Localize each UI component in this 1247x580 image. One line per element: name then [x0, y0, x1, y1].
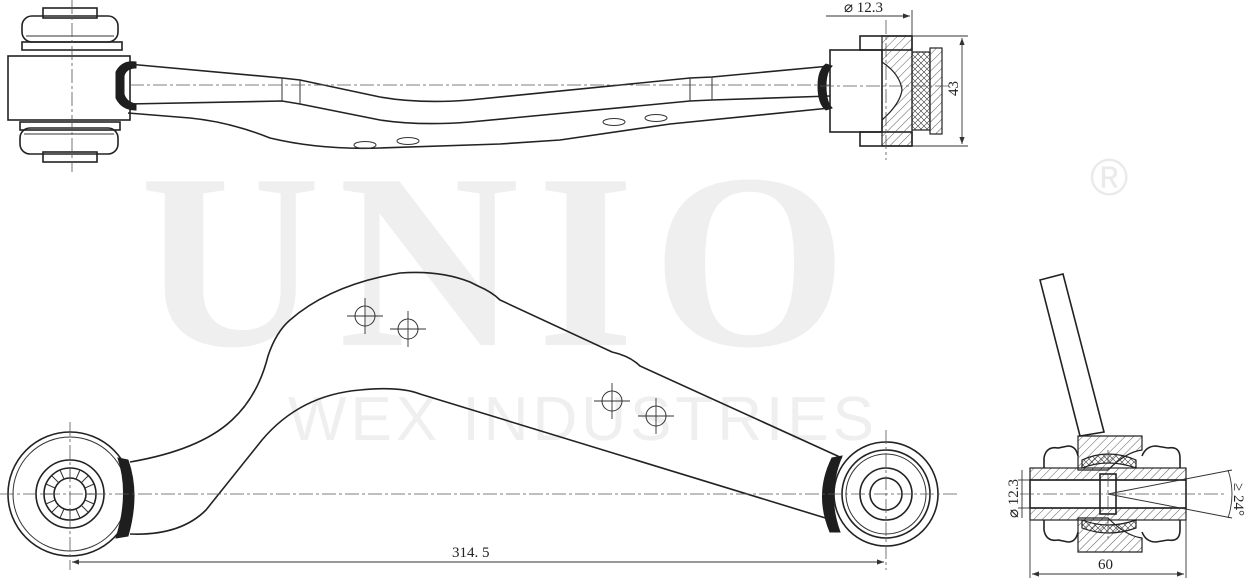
side-view: 314. 5 — [0, 271, 960, 570]
control-arm-side — [129, 271, 843, 535]
right-bushing-section — [817, 20, 950, 160]
bore-diameter-label-section: ⌀ 12.3 — [1006, 479, 1022, 518]
swivel-angle-label: ≥ 24° — [1230, 483, 1246, 516]
registered-mark-icon: ® — [1090, 149, 1128, 207]
center-distance-label: 314. 5 — [452, 545, 490, 561]
left-bushing-side — [7, 422, 135, 570]
top-view: ⌀ 12.3 43 — [7, 0, 968, 172]
bore-diameter-label-top: ⌀ 12.3 — [844, 0, 883, 16]
center-distance-dimension: 314. 5 — [72, 545, 884, 565]
watermark-brand: UNIO — [140, 123, 865, 400]
width-label: 60 — [1098, 557, 1113, 573]
bushing-height-label: 43 — [946, 81, 962, 96]
left-ball-joint — [7, 0, 137, 172]
control-arm-bar-top — [127, 63, 831, 150]
top-view-dimensions: ⌀ 12.3 43 — [826, 0, 968, 147]
watermark: UNIO ® WEX INDUSTRIES — [140, 123, 1128, 454]
section-view: ≥ 24° ⌀ 12.3 60 — [1006, 273, 1246, 578]
ball-stud — [1039, 273, 1105, 437]
